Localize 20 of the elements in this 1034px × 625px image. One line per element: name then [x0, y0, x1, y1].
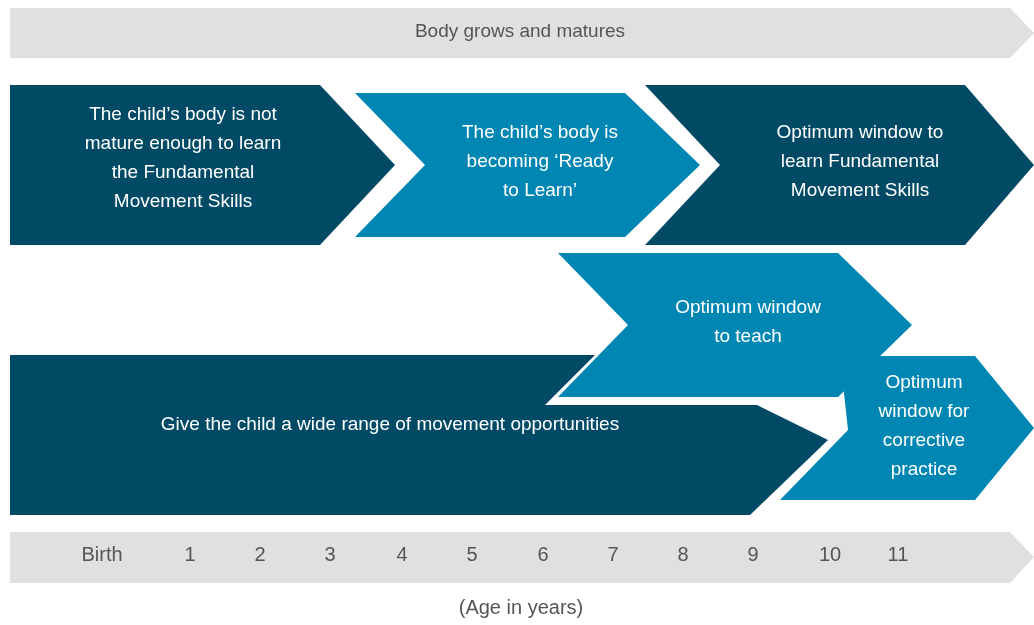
- age-tick-label: 10: [818, 542, 842, 566]
- stage-text: Optimum window to teach: [674, 295, 822, 348]
- age-tick-label: 4: [396, 542, 408, 566]
- band-label: Body grows and matures: [413, 18, 627, 43]
- stage-text: The child’s body is becoming ‘Ready to Learn’: [461, 119, 619, 202]
- stage-text: The child’s body is not mature enough to learn the Fundamental Movement Skills: [83, 102, 283, 213]
- age-tick-label: 5: [466, 542, 478, 566]
- stage-text: Optimum window for corrective practice: [877, 370, 971, 481]
- stage-text: Optimum window to learn Fundamental Movement Skills: [775, 119, 945, 202]
- stage-text: Give the child a wide range of movement opportunities: [159, 411, 621, 436]
- axis-title: (Age in years): [458, 595, 584, 619]
- age-tick-label: 2: [254, 542, 266, 566]
- age-tick-label: 9: [747, 542, 759, 566]
- age-tick-label: 1: [184, 542, 196, 566]
- age-tick-label: 3: [324, 542, 336, 566]
- age-tick-label: Birth: [81, 542, 123, 566]
- age-tick-label: 7: [607, 542, 619, 566]
- age-tick-label: 8: [677, 542, 689, 566]
- age-tick-label: 6: [537, 542, 549, 566]
- age-tick-label: 11: [887, 542, 909, 566]
